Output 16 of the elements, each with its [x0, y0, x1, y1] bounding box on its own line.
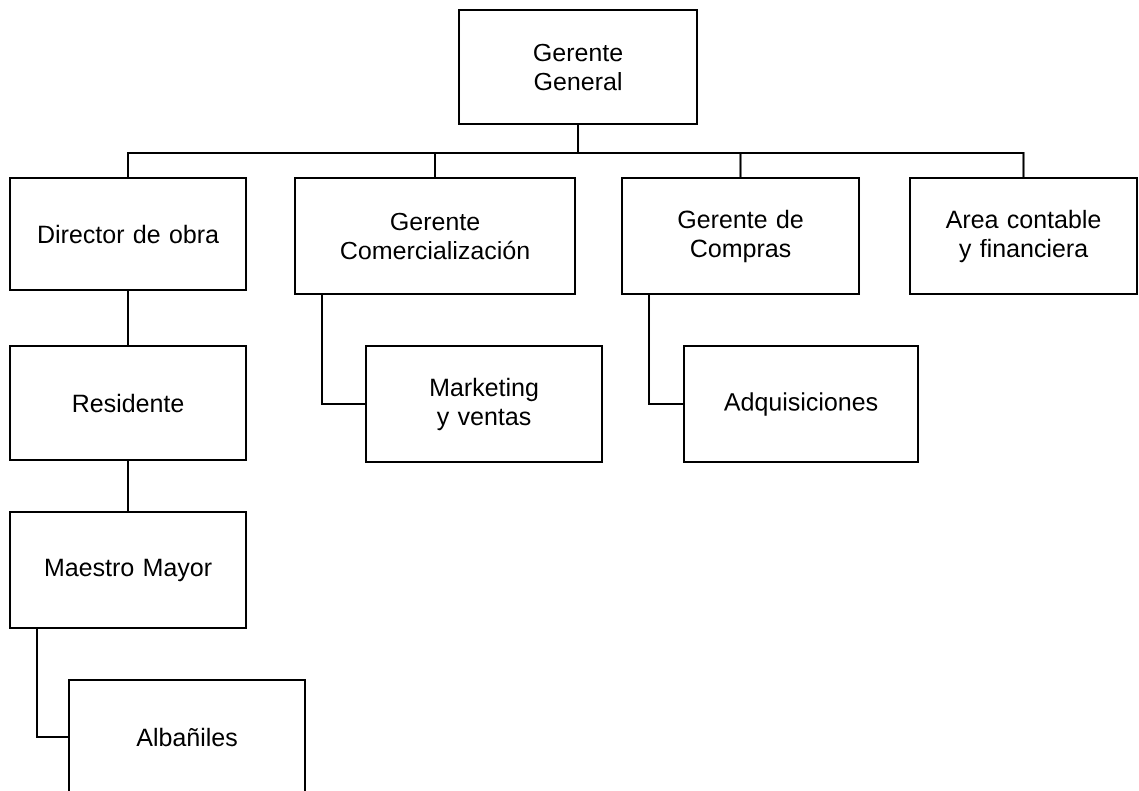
- connector-line: [577, 124, 1025, 178]
- org-box: Director de obra: [9, 177, 247, 291]
- connector-line: [321, 294, 366, 405]
- org-box: Marketing y ventas: [365, 345, 603, 463]
- org-box: Maestro Mayor: [9, 511, 247, 629]
- org-box: Albañiles: [68, 679, 306, 791]
- org-box: Gerente General: [458, 9, 698, 125]
- connector-line: [127, 460, 129, 512]
- org-box: Residente: [9, 345, 247, 461]
- connector-line: [127, 290, 129, 346]
- org-box: Gerente de Compras: [621, 177, 860, 295]
- org-box: Adquisiciones: [683, 345, 919, 463]
- org-box: Area contable y financiera: [909, 177, 1138, 295]
- org-box: Gerente Comercialización: [294, 177, 576, 295]
- connector-line: [36, 628, 69, 738]
- connector-line: [648, 294, 684, 405]
